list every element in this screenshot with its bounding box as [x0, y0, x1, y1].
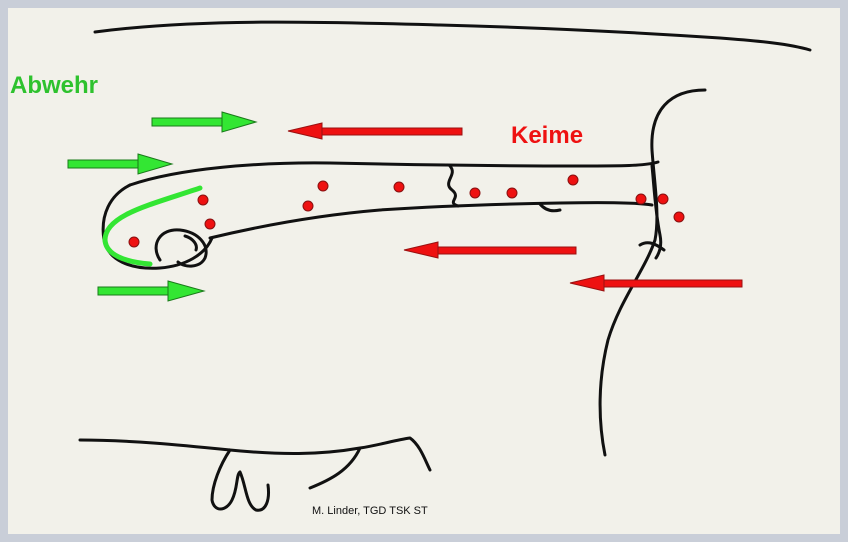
defense-barrier-line	[105, 188, 200, 264]
hoof-outline	[80, 438, 430, 510]
germs-label: Keime	[511, 122, 583, 150]
germ-dot-icon	[636, 194, 646, 204]
arrow-right-icon	[68, 154, 172, 174]
germ-dot-icon	[507, 188, 517, 198]
germ-dot-icon	[205, 219, 215, 229]
defense-arrows	[68, 112, 256, 301]
germ-dot-icon	[394, 182, 404, 192]
sphincter-swirl	[156, 230, 206, 266]
arrow-right-icon	[152, 112, 256, 132]
germ-dot-icon	[318, 181, 328, 191]
germ-dot-icon	[658, 194, 668, 204]
teat-canal-lower	[210, 203, 652, 238]
flank-outline	[600, 90, 705, 455]
rosette-fold	[449, 166, 458, 206]
annular-fold	[540, 204, 560, 211]
arrow-left-icon	[288, 123, 462, 139]
germ-dot-icon	[198, 195, 208, 205]
defense-label: Abwehr	[10, 72, 98, 100]
cow-back-outline	[95, 22, 810, 50]
author-credit: M. Linder, TGD TSK ST	[312, 505, 428, 517]
arrow-left-icon	[404, 242, 576, 258]
germ-dot-icon	[674, 212, 684, 222]
teat-canal-upper	[130, 162, 658, 185]
arrow-right-icon	[98, 281, 204, 301]
germ-dot-icon	[303, 201, 313, 211]
arrow-left-icon	[570, 275, 742, 291]
germ-dot-icon	[568, 175, 578, 185]
germ-dot-icon	[129, 237, 139, 247]
germ-dot-icon	[470, 188, 480, 198]
